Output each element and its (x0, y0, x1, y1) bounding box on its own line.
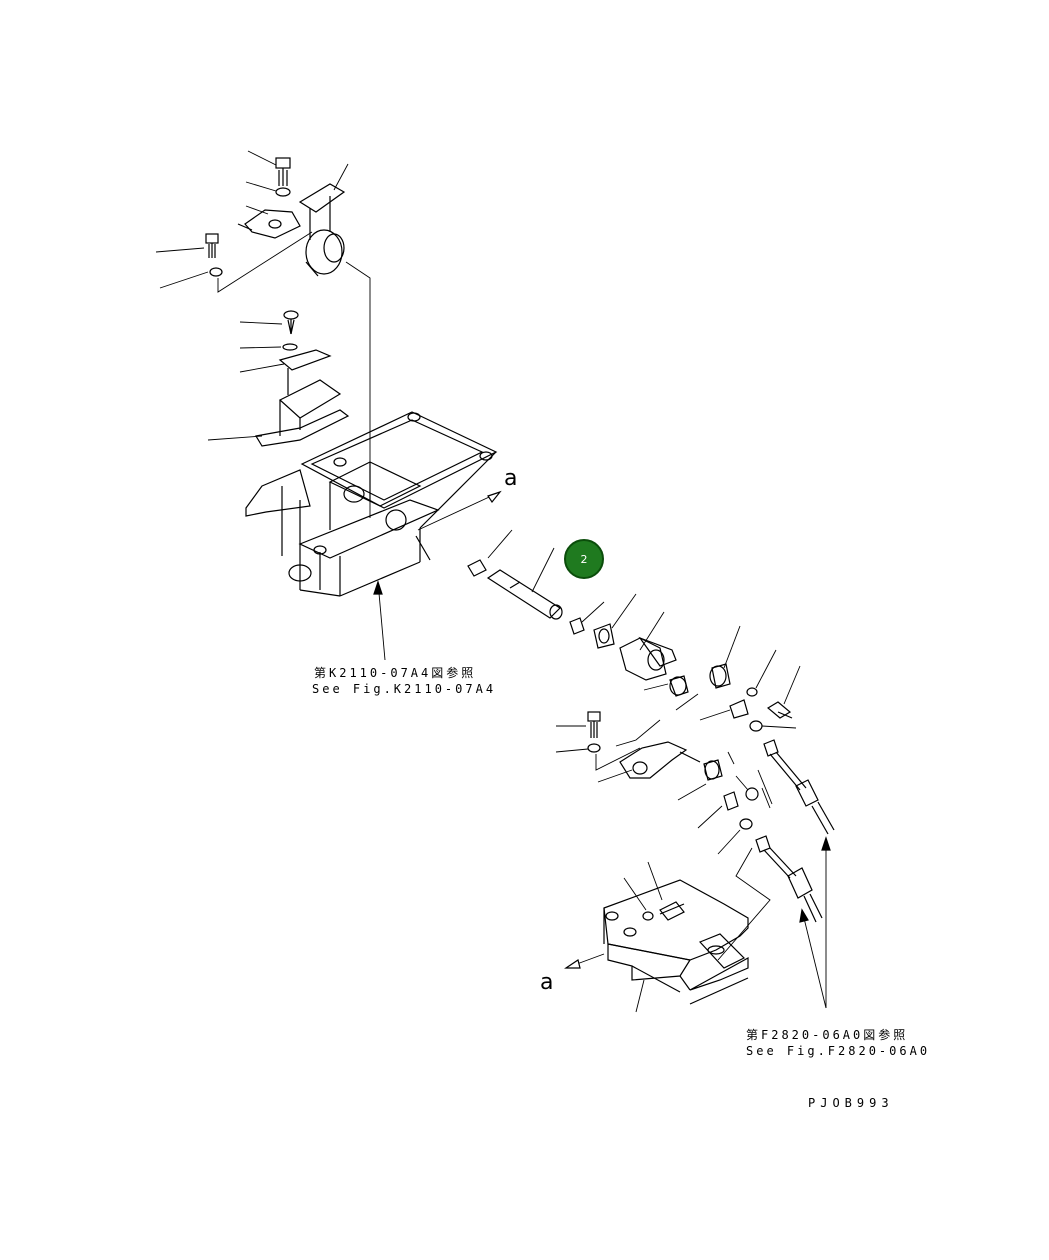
ref-f2820-jp: 第F2820-06A0図参照 (746, 1028, 909, 1042)
drawing-code: PJOB993 (808, 1096, 894, 1110)
bottom-bolt (659, 901, 685, 921)
ball-joint (729, 699, 749, 719)
callout-marker[interactable]: 2 (564, 539, 604, 579)
plug (467, 559, 487, 577)
cable-lower (755, 835, 823, 923)
cable (763, 739, 835, 835)
bushing (593, 623, 615, 649)
ref-k2110-jp: 第K2110-07A4図参照 (314, 666, 477, 680)
callout-number: 2 (580, 552, 588, 566)
letter-a-top: a (504, 466, 518, 491)
bottom-bracket (603, 879, 749, 1005)
upper-bracket (298, 183, 346, 277)
lower-roller (703, 759, 723, 781)
small-bushing (569, 617, 585, 635)
lower-bolt (587, 711, 601, 738)
plate-bracket (207, 349, 350, 447)
roller (669, 675, 689, 697)
ref-f2820-en: See Fig.F2820-06A0 (746, 1044, 931, 1058)
right-bolt (766, 701, 793, 719)
small-nut-1 (723, 791, 739, 811)
lever-block (619, 636, 677, 681)
letter-a-bottom: a (540, 970, 554, 995)
lower-lever (619, 741, 701, 779)
top-bolt-1 (275, 157, 291, 186)
screw (283, 310, 299, 335)
shaft (486, 569, 563, 620)
ref-k2110-en: See Fig.K2110-07A4 (312, 682, 497, 696)
clamp-top (237, 209, 301, 239)
left-bolt (205, 233, 219, 258)
rod-end (709, 663, 731, 689)
main-housing (245, 411, 498, 597)
